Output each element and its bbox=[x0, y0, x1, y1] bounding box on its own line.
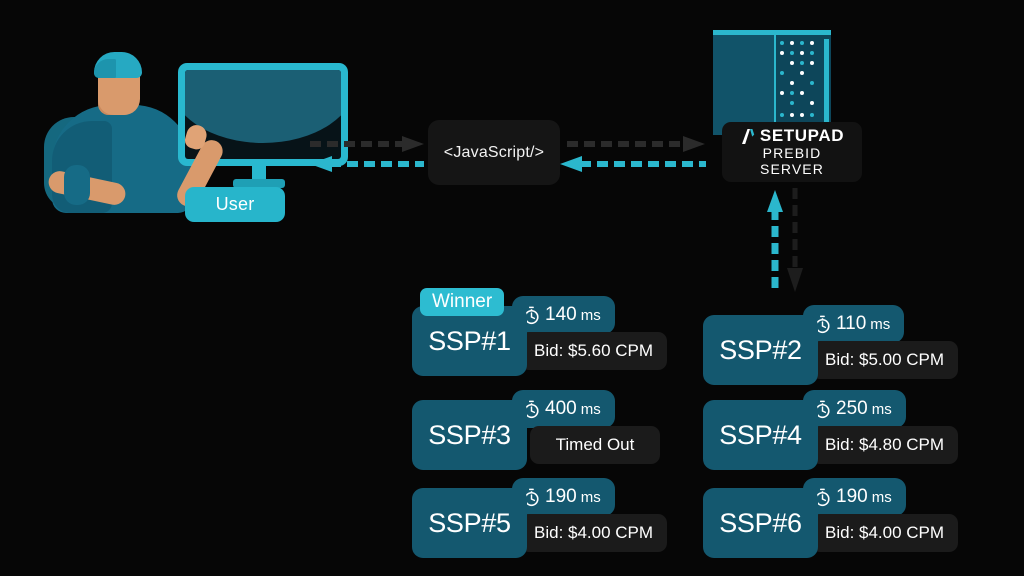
setupad-prebid-server-node: SETUPAD PREBID SERVER bbox=[722, 122, 862, 182]
ssp-3-name-text: SSP#3 bbox=[428, 419, 511, 450]
ssp-3-latency-value: 400 bbox=[545, 398, 577, 419]
setupad-brand-text: SETUPAD bbox=[759, 126, 845, 146]
ssp-2-result-text: Bid: $5.00 CPM bbox=[825, 350, 945, 369]
ssp-4-result-text: Bid: $4.80 CPM bbox=[825, 435, 945, 454]
server-rack-icon bbox=[713, 30, 831, 135]
monitor-gloss-icon bbox=[185, 70, 341, 143]
monitor-stand-neck-icon bbox=[252, 166, 266, 180]
arrow-user-to-js bbox=[310, 136, 424, 152]
ssp-1-name: SSP#1 bbox=[412, 306, 527, 376]
ssp-2-name: SSP#2 bbox=[703, 315, 818, 385]
ssp-5-name-text: SSP#5 bbox=[428, 507, 511, 538]
javascript-node: <JavaScript/> bbox=[428, 120, 560, 185]
server-top-edge-icon bbox=[713, 30, 831, 35]
ssp-5-latency-unit: ms bbox=[580, 488, 601, 506]
javascript-node-label: <JavaScript/> bbox=[443, 143, 545, 161]
ssp-4-result: Bid: $4.80 CPM bbox=[811, 426, 959, 464]
ssp-6-name-text: SSP#6 bbox=[719, 507, 802, 538]
ssp-2-result: Bid: $5.00 CPM bbox=[811, 341, 959, 379]
monitor-stand-base-icon bbox=[233, 179, 285, 188]
server-led-bar-icon bbox=[824, 39, 829, 129]
ssp-6-name: SSP#6 bbox=[703, 488, 818, 558]
ssp-1-result-text: Bid: $5.60 CPM bbox=[534, 341, 654, 360]
server-panel-icon bbox=[776, 35, 831, 135]
ssp-5-result-text: Bid: $4.00 CPM bbox=[534, 523, 654, 542]
setupad-brand-row: SETUPAD bbox=[740, 126, 844, 146]
ssp-4-latency-value: 250 bbox=[836, 398, 868, 419]
stopwatch-icon bbox=[524, 400, 539, 418]
ssp-2-name-text: SSP#2 bbox=[719, 334, 802, 365]
arrow-server-to-ssp bbox=[787, 188, 803, 292]
server-line-prebid: PREBID bbox=[762, 145, 822, 162]
ssp-2-latency-unit: ms bbox=[870, 315, 891, 333]
ssp-4-latency-unit: ms bbox=[871, 400, 892, 418]
ssp-6-latency-value: 190 bbox=[836, 486, 868, 507]
ssp-1-latency-unit: ms bbox=[580, 306, 601, 324]
ssp-2-latency-value: 110 bbox=[836, 313, 867, 334]
ssp-4-name: SSP#4 bbox=[703, 400, 818, 470]
ssp-5-name: SSP#5 bbox=[412, 488, 527, 558]
ssp-6-result: Bid: $4.00 CPM bbox=[811, 514, 959, 552]
ssp-4-name-text: SSP#4 bbox=[719, 419, 802, 450]
arrow-ssp-to-server bbox=[767, 190, 783, 288]
ssp-3-latency-unit: ms bbox=[580, 400, 601, 418]
user-label-text: User bbox=[215, 194, 255, 214]
ssp-3-name: SSP#3 bbox=[412, 400, 527, 470]
ssp-1-name-text: SSP#1 bbox=[428, 325, 511, 356]
ssp-3-result-text: Timed Out bbox=[555, 435, 635, 454]
server-divider-icon bbox=[774, 35, 776, 135]
ssp-6-result-text: Bid: $4.00 CPM bbox=[825, 523, 945, 542]
arrow-js-to-user bbox=[310, 156, 424, 172]
server-line-server: SERVER bbox=[760, 161, 824, 177]
person-hair-shade-icon bbox=[94, 59, 116, 78]
person-sleeve-icon bbox=[64, 165, 90, 205]
ssp-3-result: Timed Out bbox=[530, 426, 660, 464]
winner-badge-label: Winner bbox=[432, 291, 493, 312]
monitor-icon bbox=[178, 63, 348, 166]
arrow-js-to-server bbox=[567, 136, 705, 152]
ssp-5-latency-value: 190 bbox=[545, 486, 577, 507]
user-label-chip: User bbox=[185, 187, 285, 222]
ssp-5-result: Bid: $4.00 CPM bbox=[520, 514, 668, 552]
arrow-server-to-js bbox=[560, 156, 706, 172]
ssp-1-result: Bid: $5.60 CPM bbox=[520, 332, 668, 370]
setupad-lambda-logo-icon bbox=[741, 128, 755, 144]
ssp-1-latency-value: 140 bbox=[545, 304, 577, 325]
winner-badge: Winner bbox=[420, 288, 505, 316]
user-illustration: User bbox=[30, 25, 350, 222]
ssp-6-latency-unit: ms bbox=[871, 488, 892, 506]
